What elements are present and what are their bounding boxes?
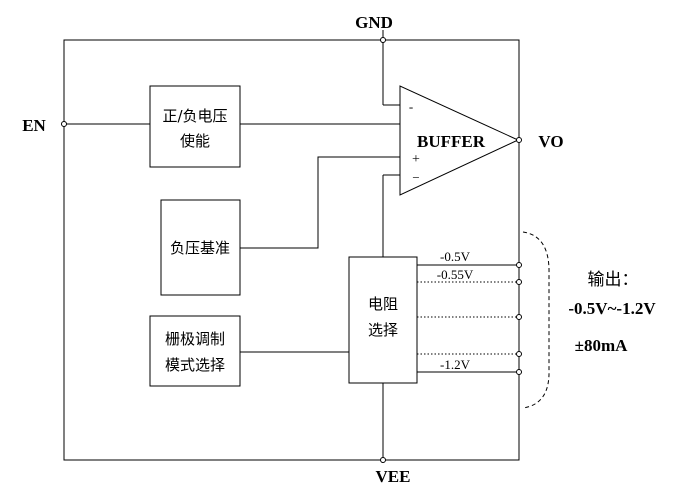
gnd-pin <box>380 37 386 43</box>
tap-pin-2 <box>516 279 522 285</box>
vee-label: VEE <box>376 467 411 486</box>
tap-label-2: -0.55V <box>437 267 474 282</box>
resistor-line1: 电阻 <box>368 295 398 313</box>
gate-mode-line2: 模式选择 <box>165 356 225 374</box>
enable-block-line1: 正/负电压 <box>162 107 227 125</box>
output-current: ±80mA <box>575 336 628 355</box>
output-range: -0.5V~-1.2V <box>568 299 656 318</box>
buffer-label: BUFFER <box>417 132 486 151</box>
buffer-plus-sign: + <box>412 152 420 167</box>
enable-block <box>149 85 241 168</box>
buffer-vee-sign: − <box>412 170 419 185</box>
enable-block-line2: 使能 <box>180 132 210 150</box>
output-range-bracket <box>522 231 550 409</box>
reference-to-buffer-wire <box>240 156 400 249</box>
chip-outline <box>63 39 520 461</box>
vo-pin <box>516 137 522 143</box>
vee-pin <box>380 457 386 463</box>
tap-pin-1 <box>516 262 522 268</box>
en-pin <box>61 121 67 127</box>
tap-label-1: -0.5V <box>440 249 471 264</box>
buffer-minus-sign: - <box>409 99 413 114</box>
reference-block-label: 负压基准 <box>170 239 230 257</box>
buffer-amplifier <box>399 85 520 196</box>
tap-pin-5 <box>516 369 522 375</box>
output-title: 输出： <box>588 270 639 290</box>
gnd-label: GND <box>355 13 393 32</box>
gate-mode-block <box>149 315 241 387</box>
en-label: EN <box>22 116 46 135</box>
tap-label-3: -1.2V <box>440 357 471 372</box>
resistor-select-block <box>348 256 418 384</box>
tap-pin-4 <box>516 351 522 357</box>
gate-mode-line1: 栅极调制 <box>165 330 225 348</box>
reference-block <box>160 199 241 296</box>
tap-pin-3 <box>516 314 522 320</box>
vo-label: VO <box>538 132 563 151</box>
resistor-line2: 选择 <box>368 321 398 339</box>
